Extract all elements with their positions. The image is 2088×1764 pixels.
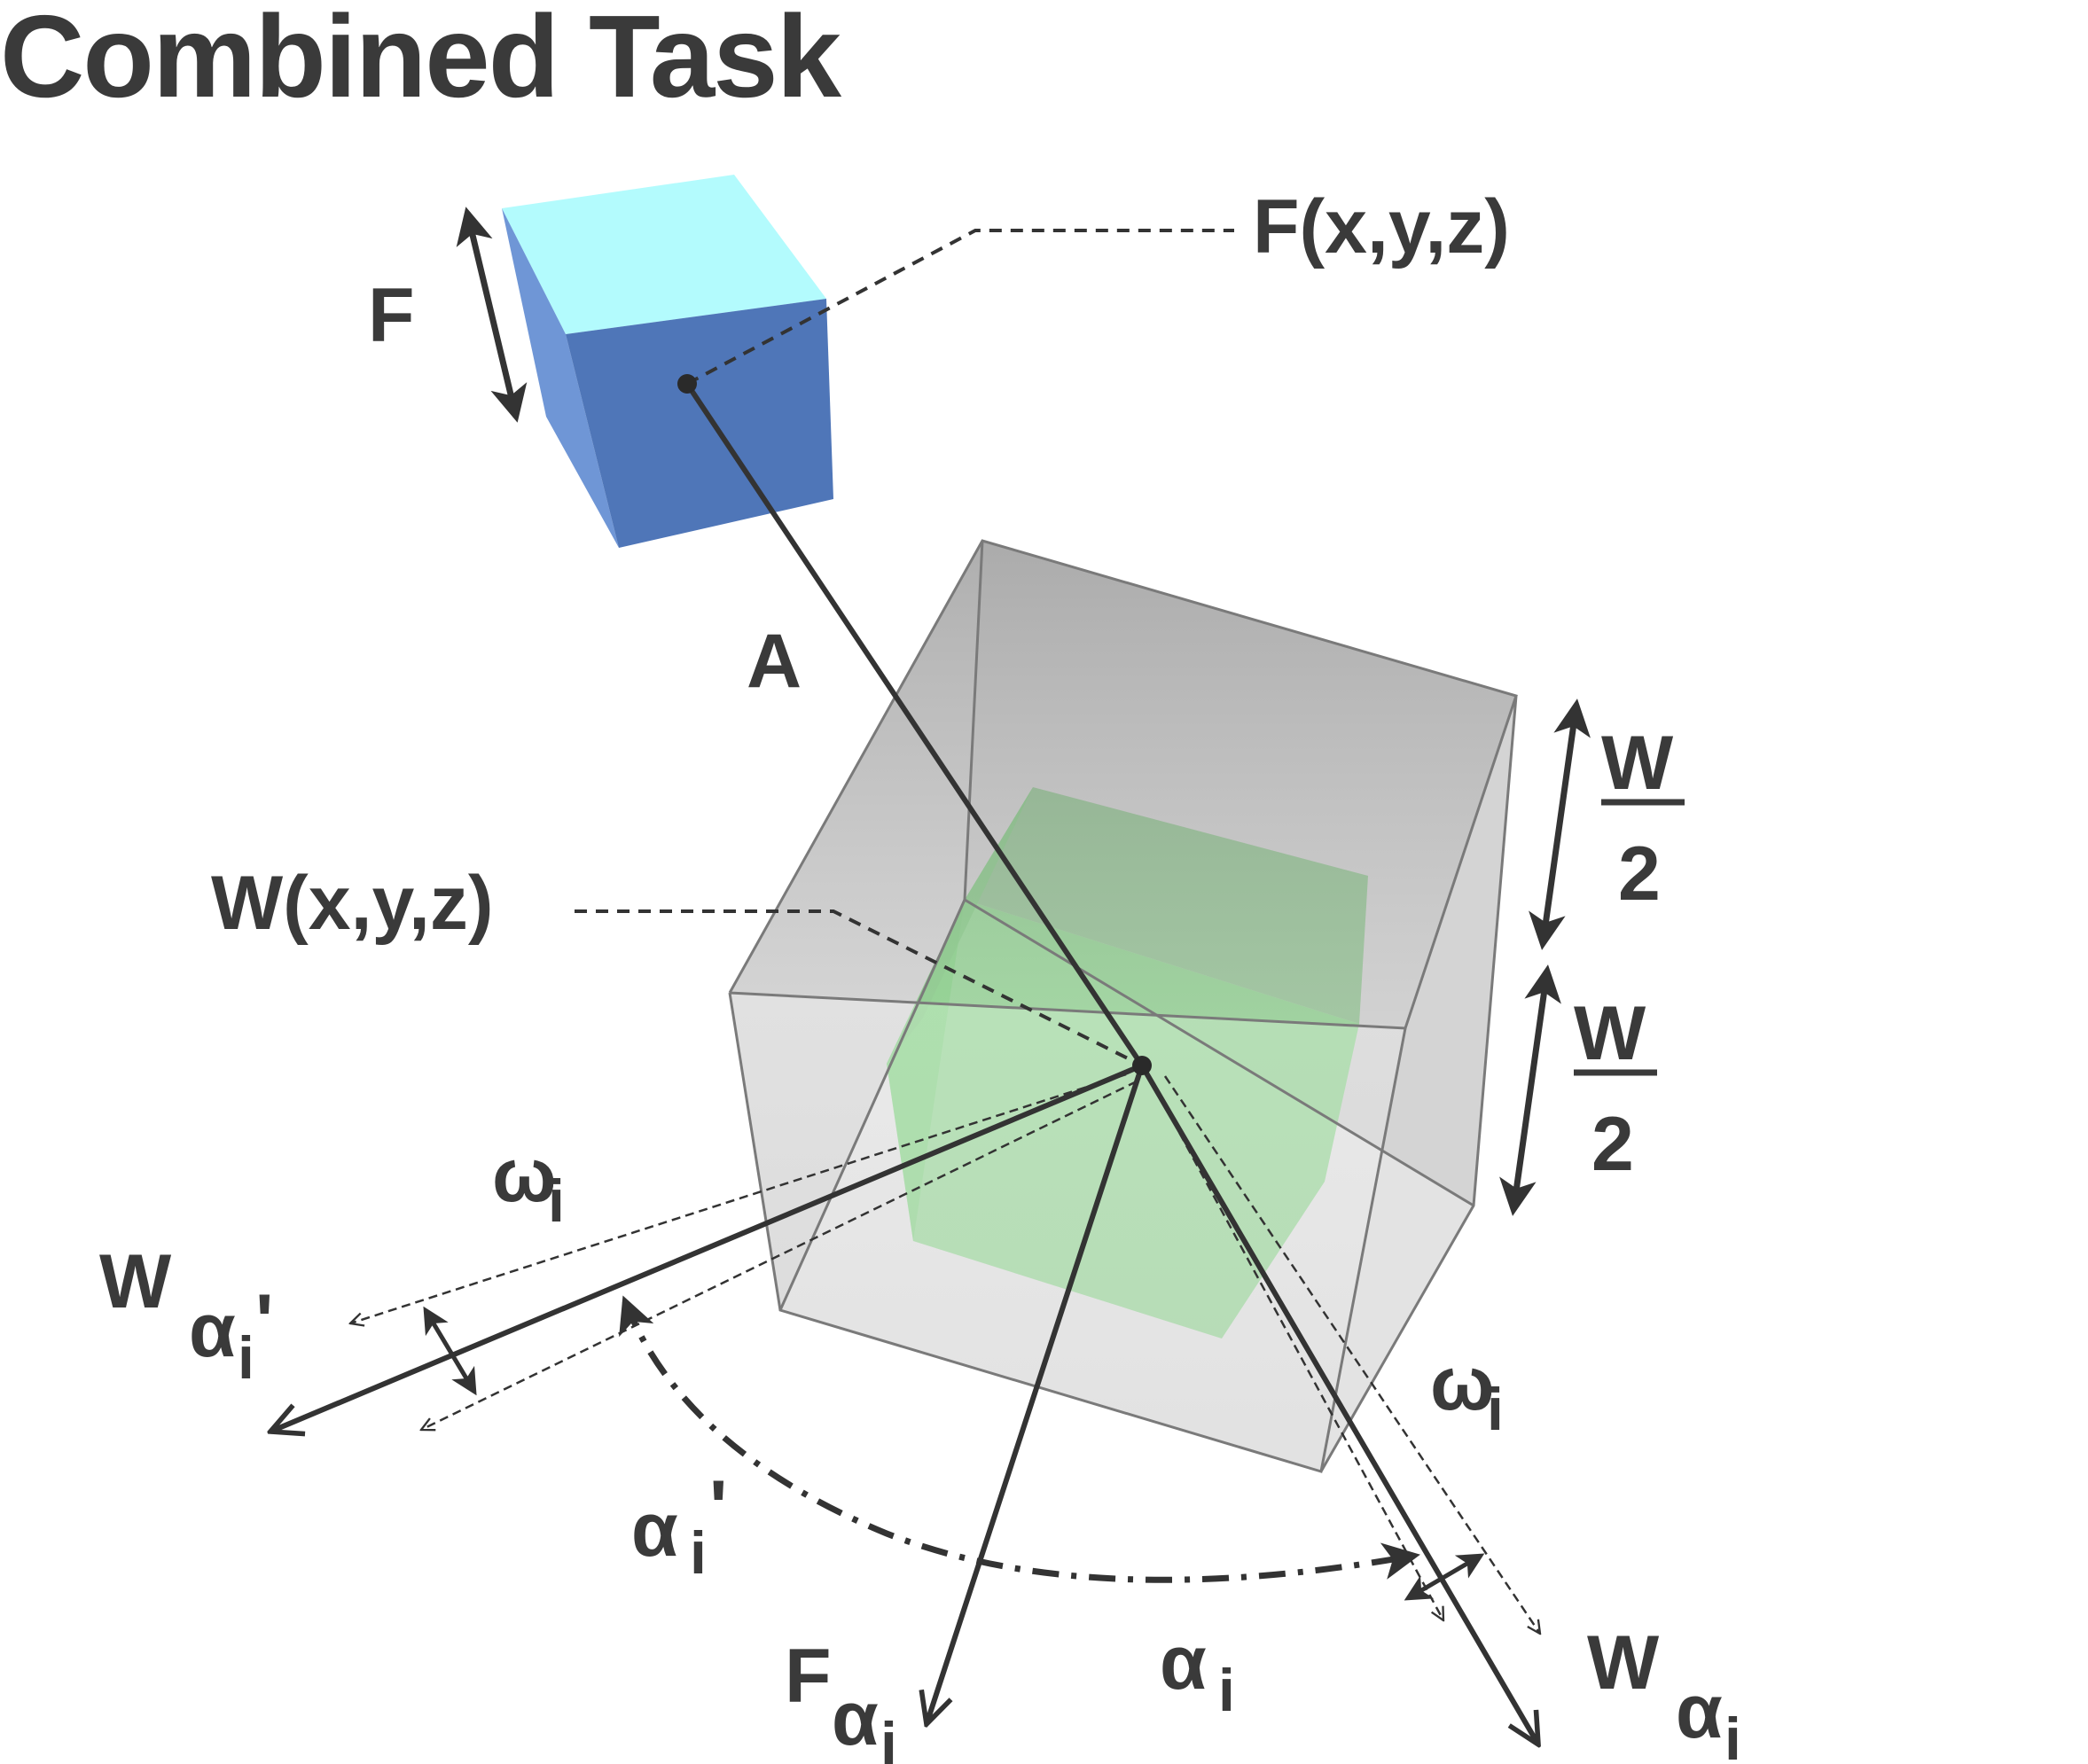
f-alpha-label: F α i — [785, 1634, 897, 1764]
window-box-right — [1321, 696, 1516, 1471]
amplitude-label: A — [747, 619, 802, 704]
w-alpha-prime-vector — [270, 1063, 1144, 1432]
svg-text:i: i — [1487, 1376, 1504, 1443]
svg-text:ω: ω — [492, 1133, 557, 1218]
target-position-label: F(x,y,z) — [1253, 184, 1510, 269]
svg-text:F: F — [785, 1634, 832, 1719]
svg-text:α: α — [832, 1676, 879, 1761]
target-cube — [502, 175, 833, 548]
omega-right-arrow — [1404, 1553, 1485, 1601]
half-width-arrow-top — [1529, 699, 1591, 950]
svg-text:i: i — [1724, 1705, 1741, 1764]
target-size-label: F — [368, 273, 415, 358]
target-center-point — [677, 374, 697, 394]
svg-text:W: W — [1574, 991, 1646, 1076]
half-width-bottom-label: W 2 — [1574, 991, 1657, 1187]
window-box-top-front — [730, 541, 1516, 1028]
amplitude-line — [684, 382, 1145, 1067]
svg-text:W: W — [1601, 721, 1674, 806]
w-alpha-label: W α i — [1587, 1620, 1741, 1764]
half-width-arrow-bottom — [1499, 964, 1561, 1216]
svg-text:i: i — [690, 1519, 707, 1587]
omega-right-label: ω i — [1430, 1341, 1504, 1443]
window-position-leader — [575, 909, 1143, 1067]
target-cube-front — [566, 299, 833, 548]
half-width-top-label: W 2 — [1601, 721, 1685, 917]
svg-text:α: α — [189, 1288, 236, 1373]
target-size-arrow — [456, 207, 528, 423]
w-alpha-prime-label: W α i ' — [99, 1239, 273, 1392]
target-position-leader — [686, 229, 1234, 386]
svg-text:2: 2 — [1591, 1102, 1634, 1187]
page-title: Combined Task — [0, 0, 841, 121]
svg-text:α: α — [1160, 1620, 1207, 1705]
svg-text:': ' — [709, 1465, 727, 1550]
target-cube-top — [502, 175, 826, 334]
svg-text:α: α — [631, 1487, 678, 1573]
svg-text:i: i — [880, 1710, 897, 1764]
svg-text:W: W — [1587, 1620, 1660, 1705]
svg-text:': ' — [255, 1279, 273, 1364]
svg-text:i: i — [238, 1324, 254, 1392]
window-center-point — [1132, 1056, 1152, 1075]
svg-text:i: i — [548, 1167, 565, 1235]
alpha-prime-label: α i ' — [631, 1465, 727, 1587]
svg-text:2: 2 — [1618, 831, 1661, 917]
omega-left-bounds — [350, 1073, 1138, 1430]
target-cube-side — [502, 208, 619, 548]
svg-text:i: i — [1218, 1657, 1235, 1724]
window-position-label: W(x,y,z) — [211, 861, 494, 946]
svg-text:W: W — [99, 1239, 172, 1324]
window-box-front — [730, 993, 1405, 1471]
window-box — [728, 539, 1518, 1473]
alpha-label: α i — [1160, 1620, 1235, 1724]
svg-text:α: α — [1676, 1669, 1723, 1754]
omega-left-arrow — [423, 1306, 477, 1396]
omega-left-label: ω i — [492, 1133, 565, 1235]
svg-text:ω: ω — [1430, 1341, 1495, 1426]
